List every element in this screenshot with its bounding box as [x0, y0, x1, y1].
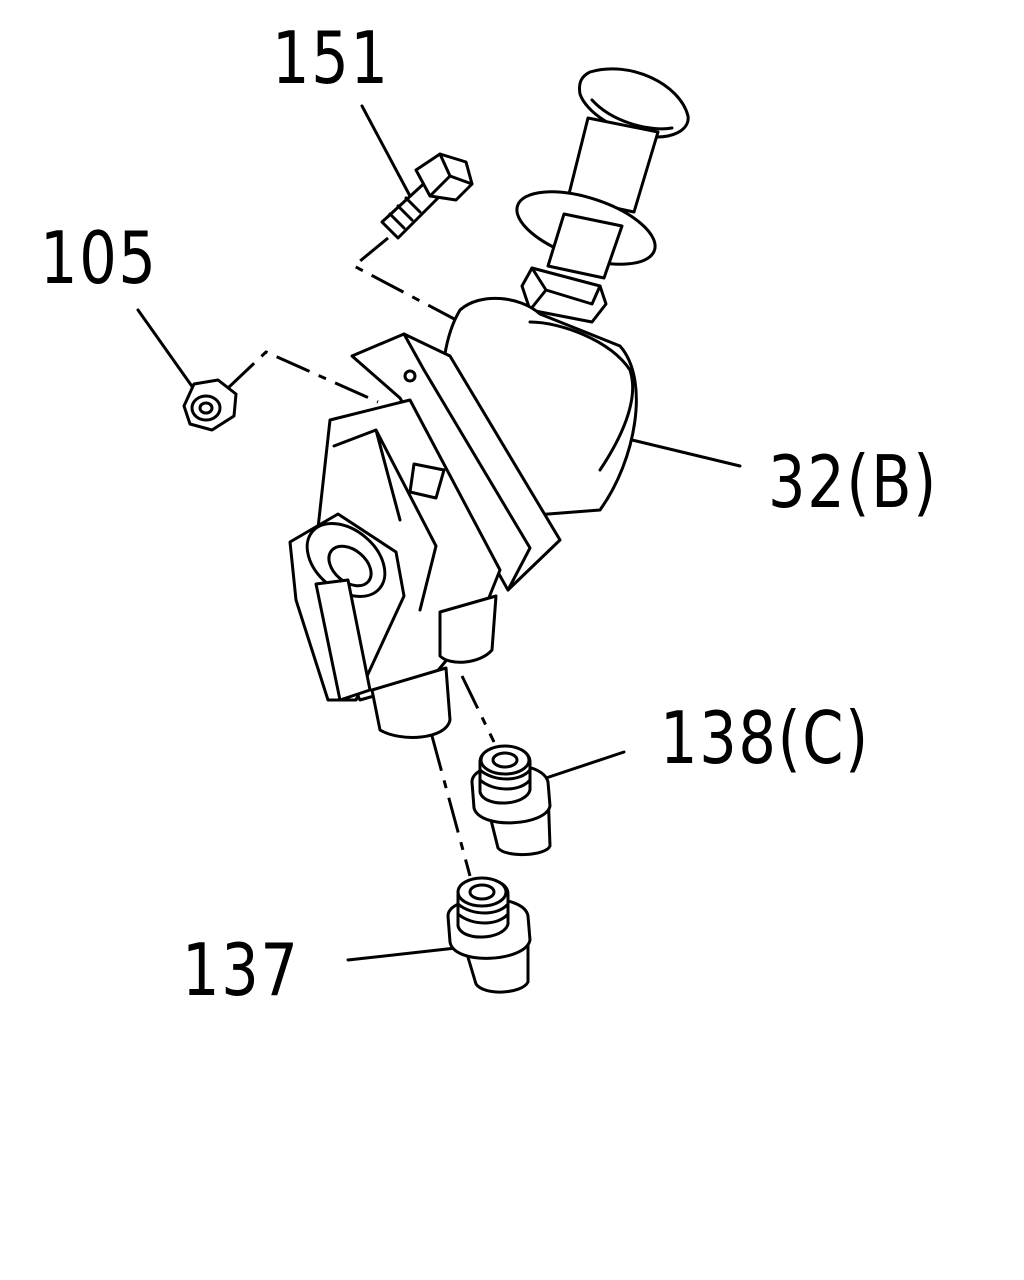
- valve-assembly-part: [288, 67, 690, 739]
- align-138c: [460, 675, 496, 743]
- fitting-137-part: [446, 876, 532, 994]
- callout-138c: 138(C): [660, 696, 870, 780]
- leader-32b: [630, 438, 742, 468]
- align-151: [351, 236, 461, 324]
- leader-151: [360, 104, 412, 198]
- fitting-138c-part: [470, 744, 552, 856]
- bolt-151-part: [380, 152, 474, 240]
- align-105: [226, 350, 379, 404]
- leader-137: [346, 946, 458, 962]
- alignment-lines: [226, 236, 496, 877]
- callout-151: 151: [272, 16, 390, 100]
- leader-lines: [136, 104, 742, 962]
- nut-105-part: [182, 378, 238, 432]
- leader-138c: [538, 750, 626, 782]
- callout-105: 105: [40, 216, 158, 300]
- callout-32b: 32(B): [768, 440, 938, 524]
- callout-137: 137: [182, 928, 300, 1012]
- leader-105: [136, 308, 198, 394]
- align-137: [430, 735, 472, 877]
